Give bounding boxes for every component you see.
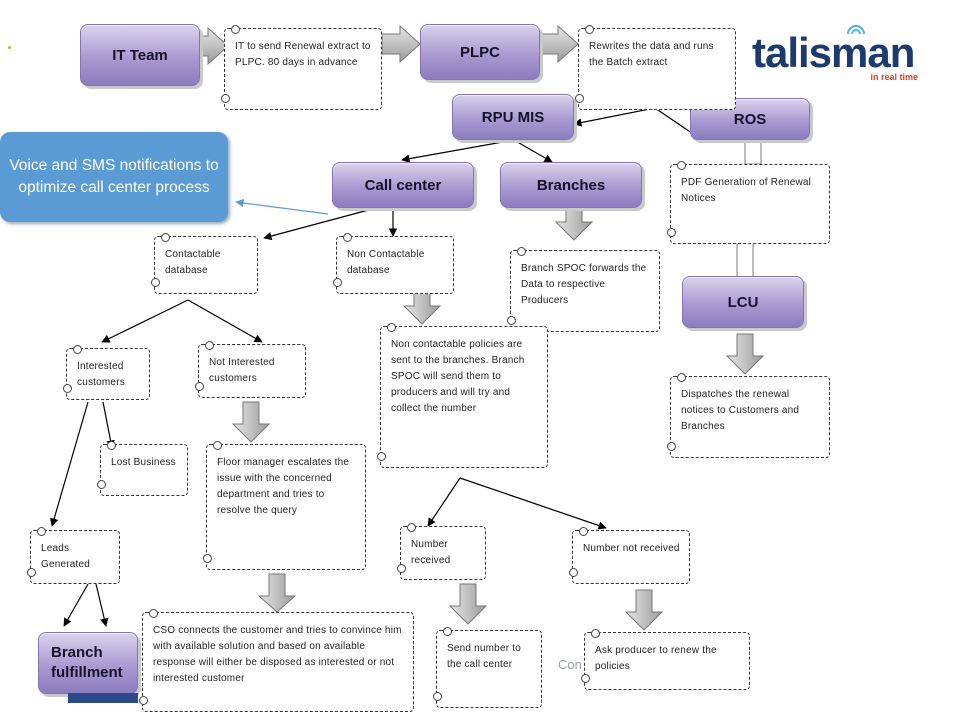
note-non-contactable: Non Contactable database	[333, 233, 454, 294]
connector-line	[263, 207, 377, 241]
note-text: Leads Generated	[41, 543, 91, 570]
box-it-team: IT Team	[80, 24, 200, 86]
note-text: Dispatches the renewal notices to Custom…	[681, 389, 800, 432]
signal-icon	[847, 25, 865, 35]
note-text: Rewrites the data and runs the Batch ext…	[589, 41, 714, 68]
note-dispatches: Dispatches the renewal notices to Custom…	[667, 373, 830, 458]
connector-stem	[736, 241, 754, 279]
connector-line	[101, 299, 189, 343]
note-text: Send number to the call center	[447, 643, 521, 670]
note-text: Number received	[411, 539, 451, 566]
note-text: Branch SPOC forwards the Data to respect…	[521, 263, 647, 306]
note-leads-generated: Leads Generated	[27, 527, 120, 584]
connector-line	[513, 139, 553, 163]
note-ask-producer: Ask producer to renew the policies	[581, 629, 750, 690]
note-text: Not Interested customers	[209, 357, 275, 384]
note-non-contactable-policies: Non contactable policies are sent to the…	[377, 323, 548, 468]
note-text: Number not received	[583, 543, 680, 554]
callout-voice-sms: Voice and SMS notifications to optimize …	[0, 132, 228, 222]
note-pdf-generation: PDF Generation of Renewal Notices	[667, 161, 830, 244]
block-arrow-down	[257, 573, 297, 613]
note-text: Non Contactable database	[347, 249, 425, 276]
note-send-number: Send number to the call center	[433, 627, 542, 708]
footer-fragment: Con	[558, 657, 582, 672]
note-text: Non contactable policies are sent to the…	[391, 339, 525, 414]
note-lost-business: Lost Business	[97, 441, 188, 496]
note-floor-manager: Floor manager escalates the issue with t…	[203, 441, 366, 570]
note-number-not-received: Number not received	[569, 527, 690, 584]
note-text: IT to send Renewal extract to PLPC. 80 d…	[235, 41, 371, 68]
connector-line	[102, 401, 115, 449]
brand-tagline: in real time	[870, 72, 918, 82]
callout-text: Voice and SMS notifications to optimize …	[9, 157, 219, 196]
box-label: Branch fulfillment	[51, 644, 123, 681]
box-branch-fulfillment: Branch fulfillment	[38, 632, 138, 694]
brand-logo: talisman in real time	[752, 25, 922, 82]
note-text: Contactable database	[165, 249, 221, 276]
note-text: CSO connects the customer and tries to c…	[153, 625, 402, 684]
box-rpu-mis: RPU MIS	[452, 94, 574, 140]
note-text: Lost Business	[111, 457, 176, 468]
note-contactable: Contactable database	[151, 233, 258, 294]
box-label: LCU	[727, 293, 759, 311]
connector-line	[573, 107, 656, 127]
block-arrow-down	[725, 333, 765, 375]
note-interested: Interested customers	[63, 345, 150, 400]
connector-line	[187, 299, 263, 343]
block-arrow-right	[381, 24, 421, 64]
block-arrow-down	[231, 401, 271, 443]
note-number-received: Number received	[397, 523, 486, 580]
block-arrow-down	[624, 589, 664, 631]
box-label: Branches	[536, 176, 606, 194]
note-cso-connects: CSO connects the customer and tries to c…	[139, 609, 414, 712]
box-lcu: LCU	[682, 276, 804, 328]
box-plpc: PLPC	[420, 24, 540, 80]
note-text: Ask producer to renew the policies	[595, 645, 717, 672]
box-label: ROS	[733, 110, 767, 128]
box-call-center: Call center	[332, 162, 474, 208]
note-text: PDF Generation of Renewal Notices	[681, 177, 812, 204]
callout-arrow	[235, 198, 329, 215]
note-text: Interested customers	[77, 361, 125, 388]
connector-line	[401, 139, 515, 163]
note-branch-spoc: Branch SPOC forwards the Data to respect…	[507, 247, 660, 332]
box-branches: Branches	[500, 162, 642, 208]
footer-bar	[68, 693, 138, 703]
note-not-interested: Not Interested customers	[195, 341, 306, 398]
note-rewrites: Rewrites the data and runs the Batch ext…	[575, 25, 736, 110]
connector-line	[50, 401, 89, 527]
note-text: Floor manager escalates the issue with t…	[217, 457, 350, 516]
note-it-renewal: IT to send Renewal extract to PLPC. 80 d…	[221, 25, 382, 110]
connector-stem	[744, 137, 762, 165]
connector-line	[459, 477, 607, 530]
block-arrow-right	[539, 24, 579, 64]
box-label: RPU MIS	[481, 108, 545, 126]
connector-line	[427, 477, 461, 527]
box-label: IT Team	[112, 46, 168, 64]
decorative-dot	[8, 46, 11, 49]
brand-name: talisman	[752, 29, 915, 76]
box-label: PLPC	[459, 43, 500, 61]
connector-line	[95, 583, 109, 627]
box-label: Call center	[364, 176, 442, 194]
connector-line	[63, 583, 89, 627]
block-arrow-down	[448, 583, 488, 625]
